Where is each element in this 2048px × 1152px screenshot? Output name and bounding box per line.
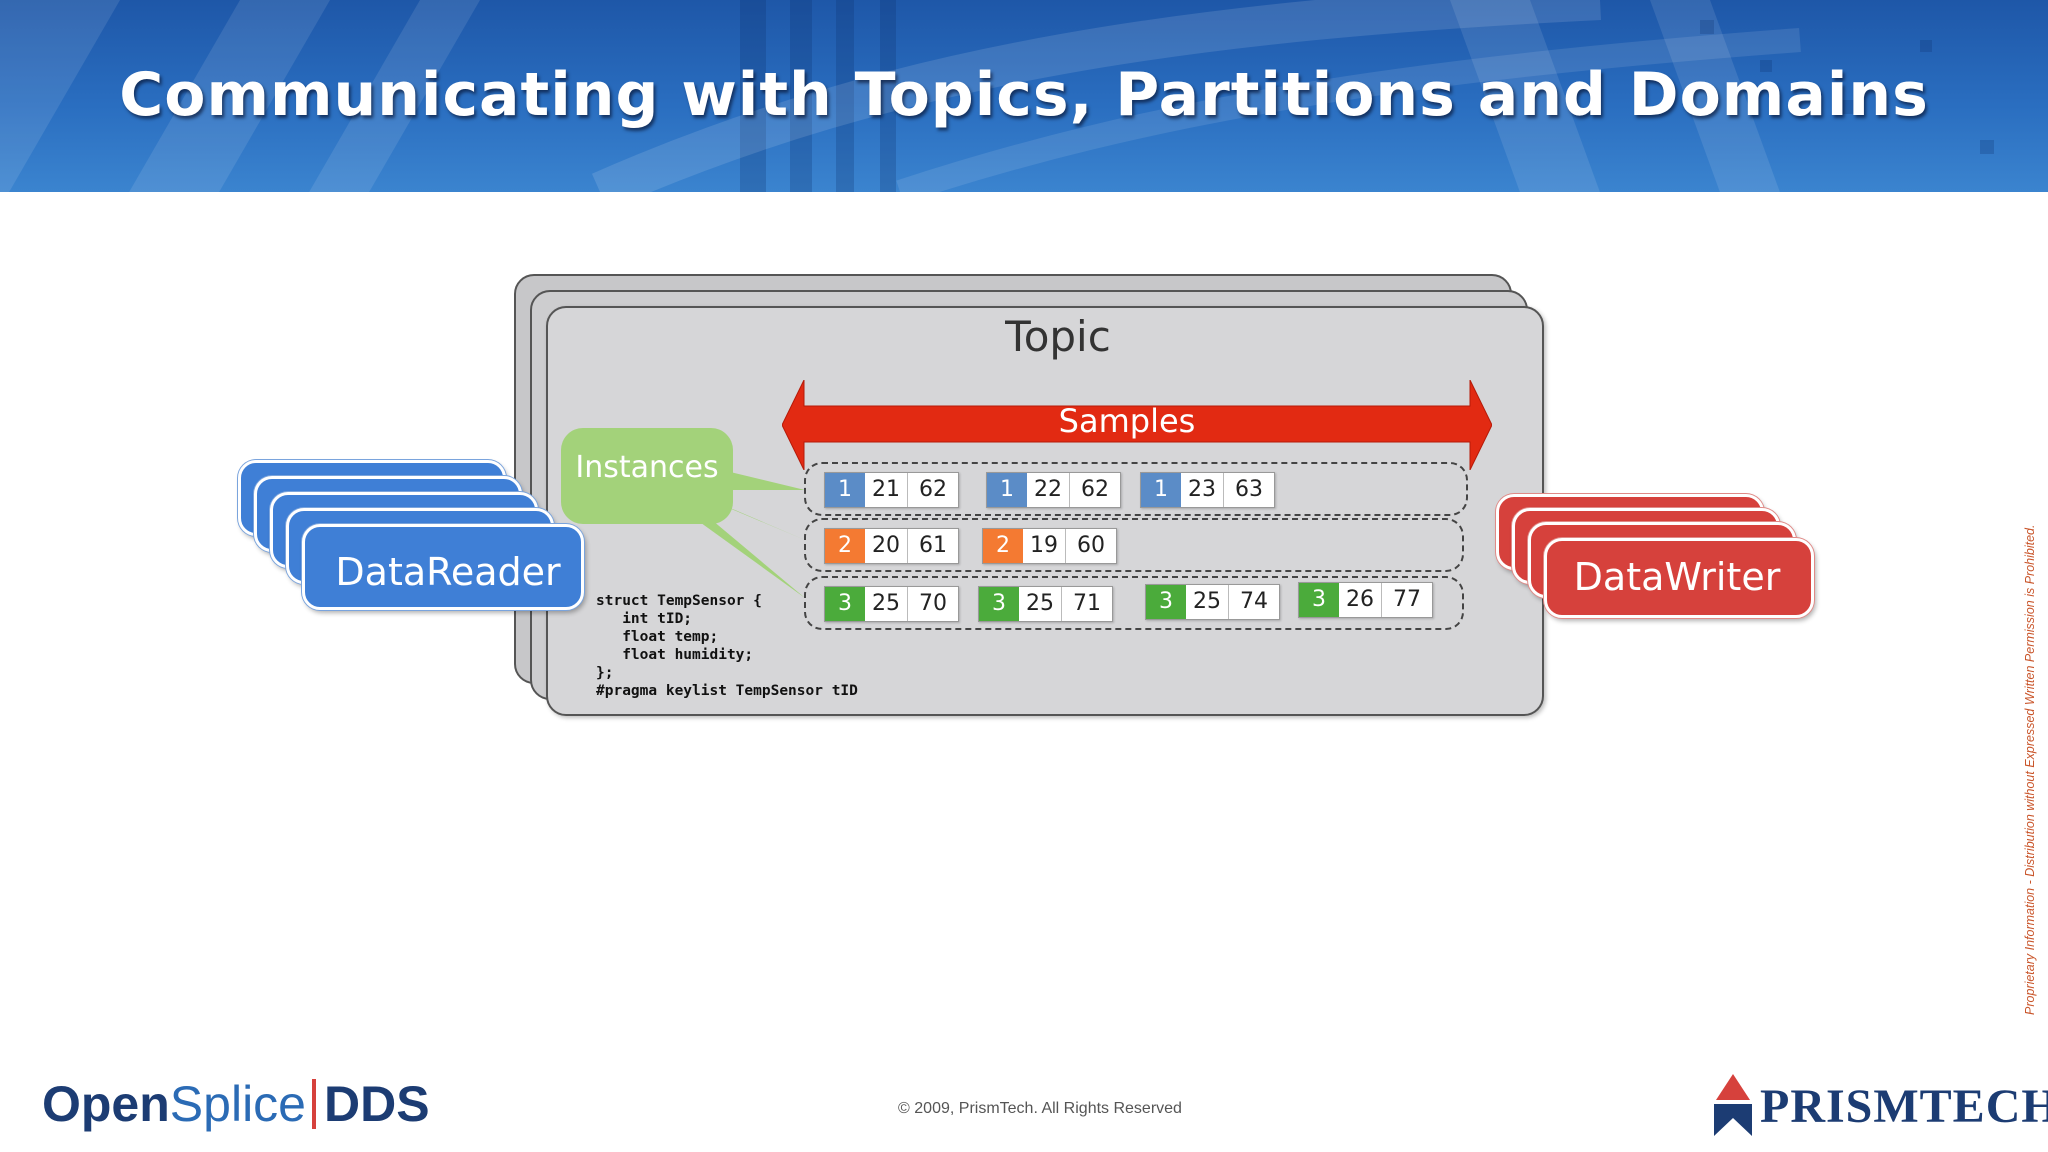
samples-arrow: [782, 380, 1492, 470]
sample-key: 3: [1299, 583, 1339, 617]
sample-humidity: 60: [1077, 533, 1105, 558]
instance-row-3: [804, 576, 1464, 630]
sample-cell: 2 20 61: [824, 528, 959, 564]
sample-temp: 19: [1023, 529, 1066, 563]
proprietary-notice: Proprietary Information - Distribution w…: [2023, 524, 2037, 1015]
sample-humidity: 70: [919, 591, 947, 616]
datareader-card: [302, 524, 584, 610]
code-line: float humidity;: [596, 647, 754, 663]
prismtech-prism-icon: [1714, 1074, 1752, 1136]
datawriter-card: [1544, 538, 1814, 618]
datareader-label: DataReader: [335, 550, 561, 594]
opensplice-logo-divider: [311, 1079, 316, 1129]
code-line: };: [596, 665, 614, 681]
sample-humidity: 74: [1240, 589, 1268, 614]
sample-humidity: 62: [1081, 477, 1109, 502]
sample-key: 1: [987, 473, 1027, 507]
instance-row-2: [804, 518, 1464, 572]
type-definition-code: struct TempSensor { int tID; float temp;…: [596, 592, 858, 700]
sample-humidity: 63: [1235, 477, 1263, 502]
sample-key: 3: [979, 587, 1019, 621]
sample-key: 2: [825, 529, 865, 563]
sample-temp: 25: [1019, 587, 1062, 621]
sample-temp: 20: [865, 529, 908, 563]
sample-cell: 2 19 60: [982, 528, 1117, 564]
sample-cell: 3 25 74: [1145, 584, 1280, 620]
sample-temp: 25: [1186, 585, 1229, 619]
sample-temp: 26: [1339, 583, 1382, 617]
sample-temp: 25: [865, 587, 908, 621]
opensplice-logo-part1: Open: [42, 1076, 170, 1132]
code-line: #pragma keylist TempSensor tID: [596, 683, 858, 699]
samples-label: Samples: [1058, 402, 1196, 440]
sample-humidity: 71: [1073, 591, 1101, 616]
code-line: struct TempSensor {: [596, 593, 762, 609]
opensplice-logo-part3: DDS: [323, 1076, 430, 1132]
prismtech-logo-text: PRISMTECH: [1760, 1079, 2048, 1133]
sample-key: 2: [983, 529, 1023, 563]
sample-key: 1: [825, 473, 865, 507]
instance-row-1: [804, 462, 1468, 516]
sample-humidity: 62: [919, 477, 947, 502]
sample-key: 1: [1141, 473, 1181, 507]
opensplice-logo-part2: Splice: [169, 1076, 306, 1132]
sample-humidity: 77: [1393, 587, 1421, 612]
prismtech-logo: PRISMTECH: [1712, 1074, 2048, 1138]
opensplice-logo: Open Splice DDS: [42, 1076, 430, 1132]
sample-humidity: 61: [919, 533, 947, 558]
slide-title: Communicating with Topics, Partitions an…: [119, 60, 1929, 130]
sample-temp: 23: [1181, 473, 1224, 507]
copyright-notice: © 2009, PrismTech. All Rights Reserved: [898, 1100, 1182, 1117]
sample-cell: 3 26 77: [1298, 582, 1433, 618]
sample-key: 3: [1146, 585, 1186, 619]
sample-cell: 1 22 62: [986, 472, 1121, 508]
instances-label: Instances: [575, 450, 719, 485]
sample-cell: 1 21 62: [824, 472, 959, 508]
sample-cell: 1 23 63: [1140, 472, 1275, 508]
datawriter-label: DataWriter: [1573, 555, 1781, 599]
code-line: float temp;: [596, 629, 719, 645]
sample-temp: 21: [865, 473, 908, 507]
topic-label: Topic: [1005, 312, 1111, 361]
header-banner: Communicating with Topics, Partitions an…: [0, 0, 2048, 192]
sample-temp: 22: [1027, 473, 1070, 507]
sample-key: 3: [825, 587, 865, 621]
banner-texture: [0, 0, 1994, 192]
sample-cell: 3 25 71: [978, 586, 1113, 622]
code-line: int tID;: [596, 611, 693, 627]
sample-cell: 3 25 70: [824, 586, 959, 622]
